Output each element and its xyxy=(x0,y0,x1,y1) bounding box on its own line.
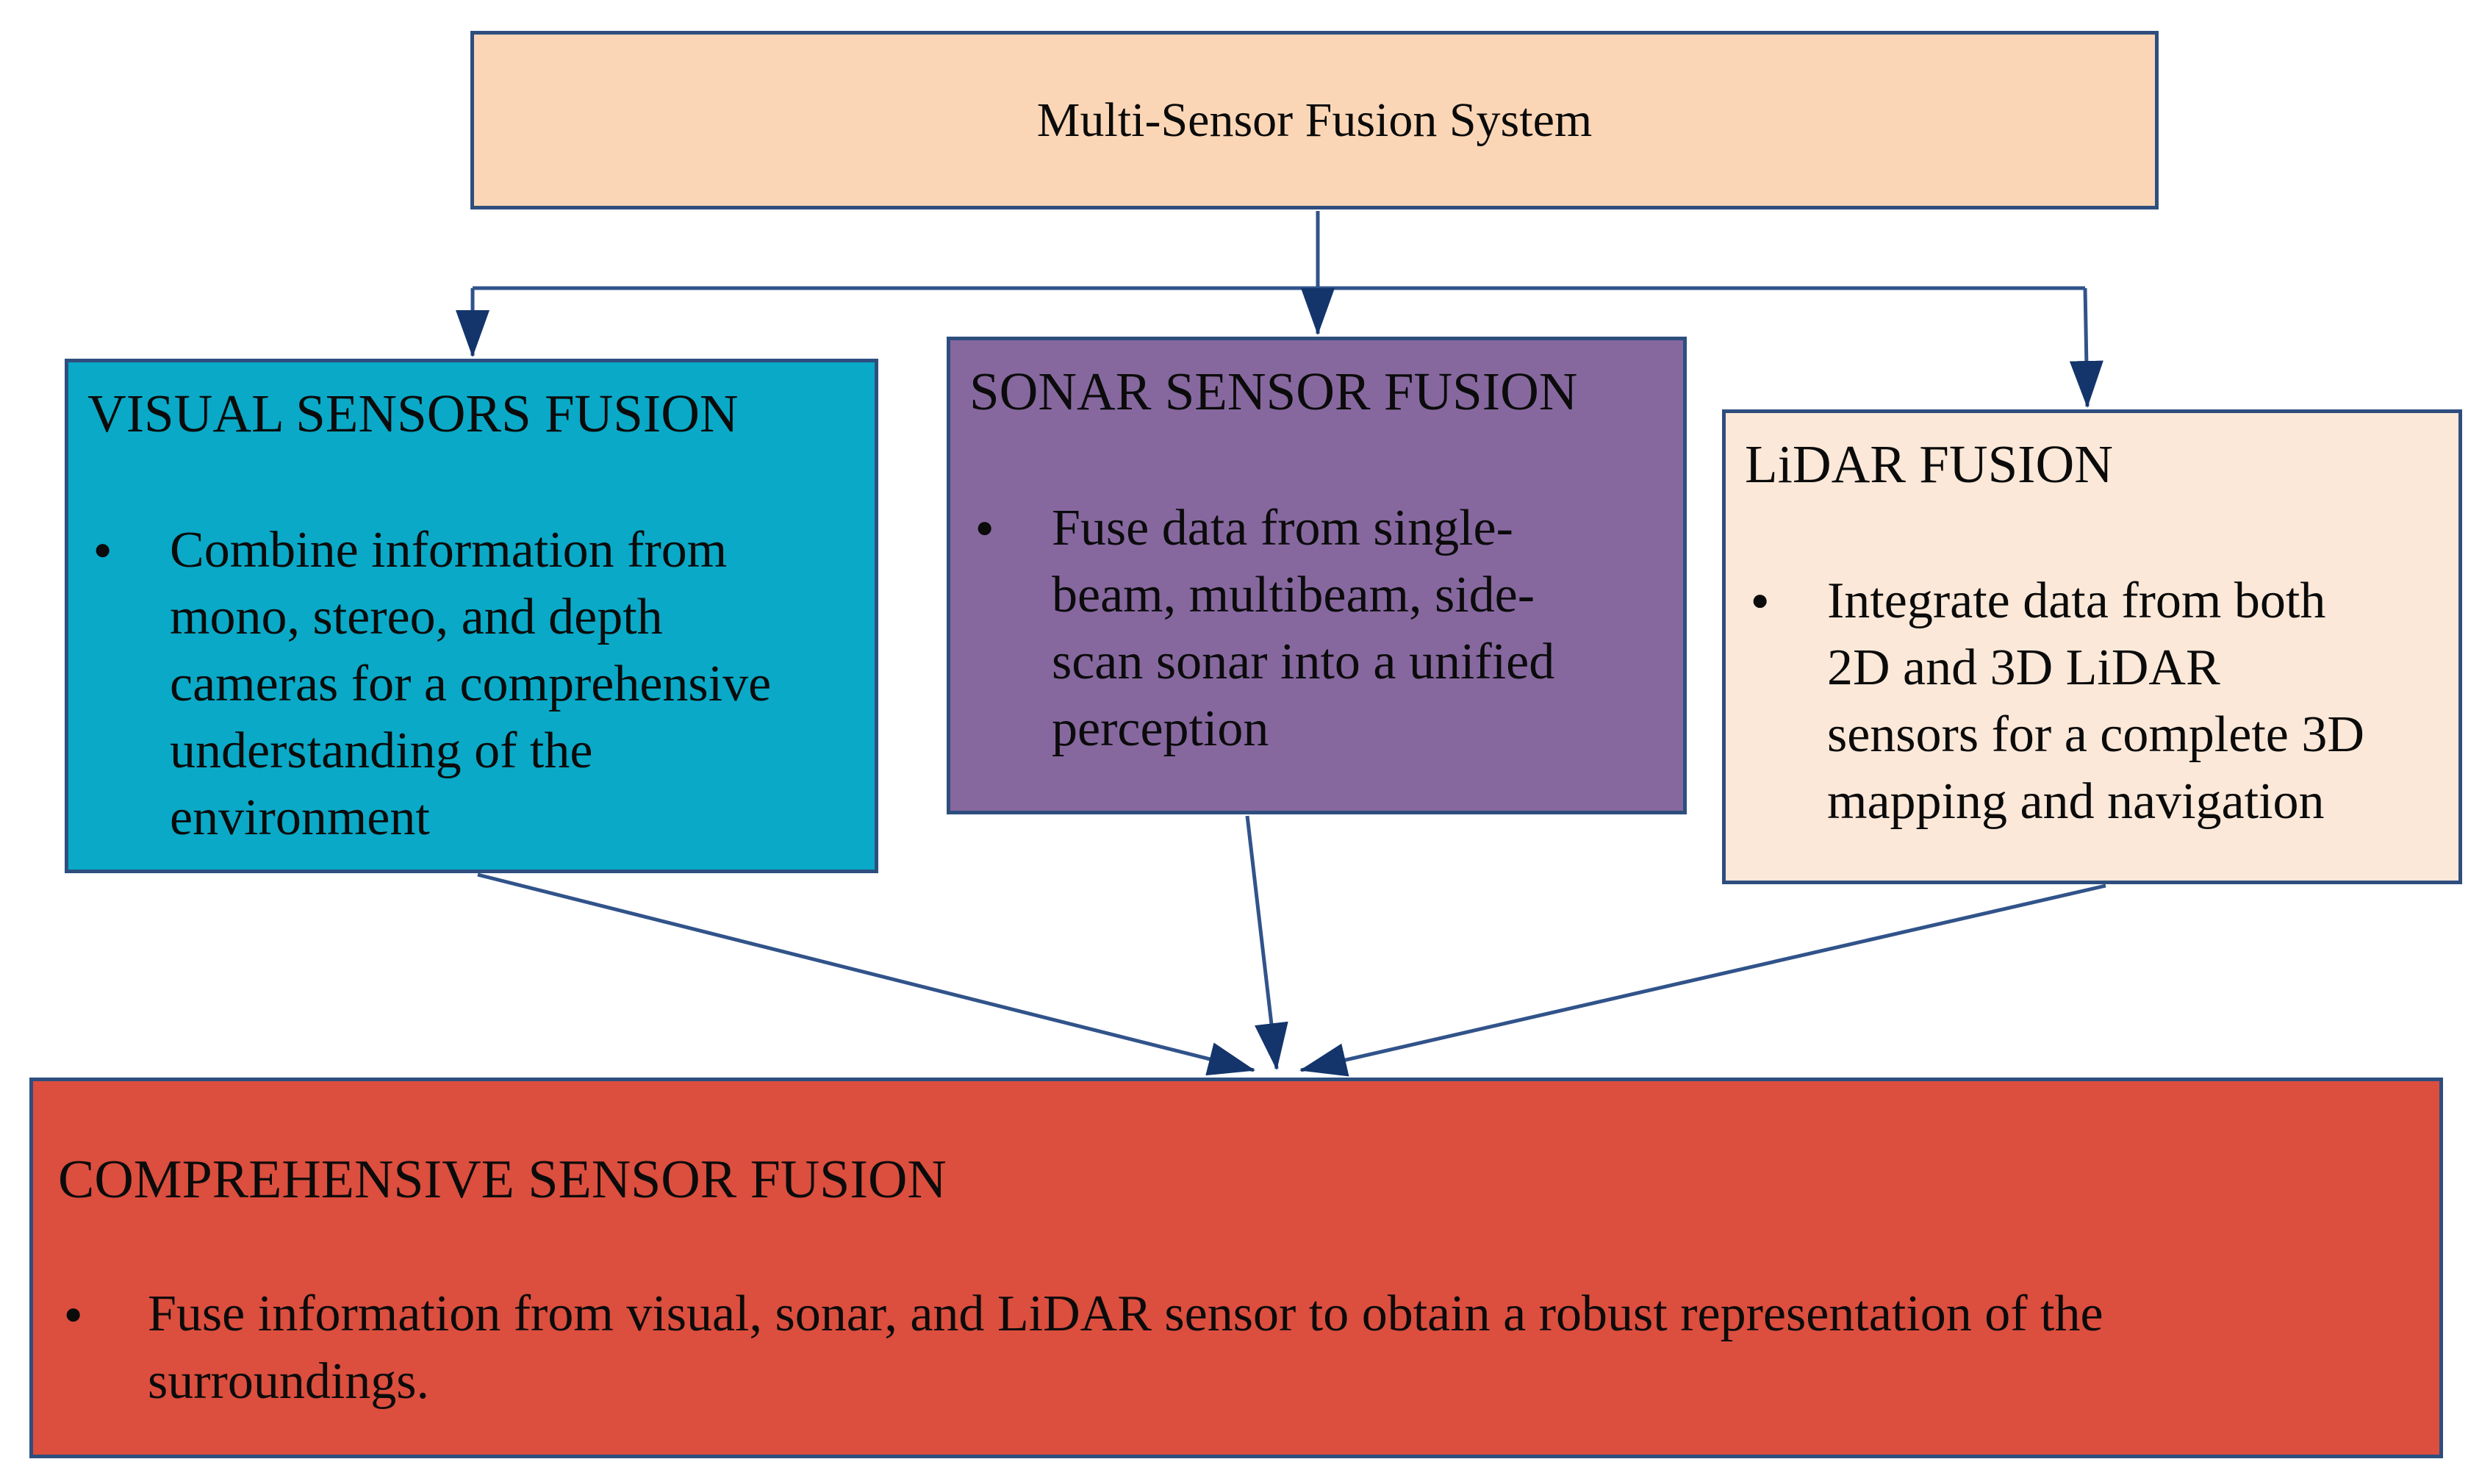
sonar-node-body: Fuse data from single- beam, multibeam, … xyxy=(1052,500,1555,758)
node-sonar-sensor-fusion: SONAR SENSOR FUSION ● Fuse data from sin… xyxy=(947,337,1687,814)
visual-node-title: VISUAL SENSORS FUSION xyxy=(87,384,739,443)
node-comprehensive-sensor-fusion: COMPREHENSIVE SENSOR FUSION ● Fuse infor… xyxy=(29,1078,2443,1458)
bullet-icon: ● xyxy=(975,511,994,545)
sonar-node-title: SONAR SENSOR FUSION xyxy=(969,362,1578,421)
bullet-icon: ● xyxy=(64,1297,83,1331)
lidar-node-bullet-item: ● Integrate data from both 2D and 3D LiD… xyxy=(1745,567,2439,835)
comprehensive-node-title: COMPREHENSIVE SENSOR FUSION xyxy=(58,1150,947,1210)
root-node-multi-sensor-fusion-system: Multi-Sensor Fusion System xyxy=(470,31,2159,209)
connector-lidar-to-comprehensive xyxy=(1299,883,2106,1077)
lidar-node-title: LiDAR FUSION xyxy=(1745,434,2113,494)
root-node-title: Multi-Sensor Fusion System xyxy=(1036,93,1593,147)
sonar-node-bullet-item: ● Fuse data from single- beam, multibeam… xyxy=(969,495,1664,762)
connector-arrow-to-lidar xyxy=(2069,287,2103,408)
visual-node-bullet-item: ● Combine information from mono, stereo,… xyxy=(87,517,856,851)
lidar-node-body: Integrate data from both 2D and 3D LiDAR… xyxy=(1827,573,2364,831)
comprehensive-node-body: Fuse information from visual, sonar, and… xyxy=(148,1285,2103,1410)
connector-visual-to-comprehensive xyxy=(477,872,1255,1076)
visual-node-body: Combine information from mono, stereo, a… xyxy=(170,522,772,847)
bullet-icon: ● xyxy=(93,533,112,567)
bullet-icon: ● xyxy=(1751,584,1770,618)
node-visual-sensors-fusion: VISUAL SENSORS FUSION ● Combine informat… xyxy=(65,359,878,873)
node-lidar-fusion: LiDAR FUSION ● Integrate data from both … xyxy=(1722,409,2462,884)
comprehensive-node-bullet-item: ● Fuse information from visual, sonar, a… xyxy=(58,1280,2414,1416)
connector-sonar-to-comprehensive xyxy=(1245,815,1288,1070)
